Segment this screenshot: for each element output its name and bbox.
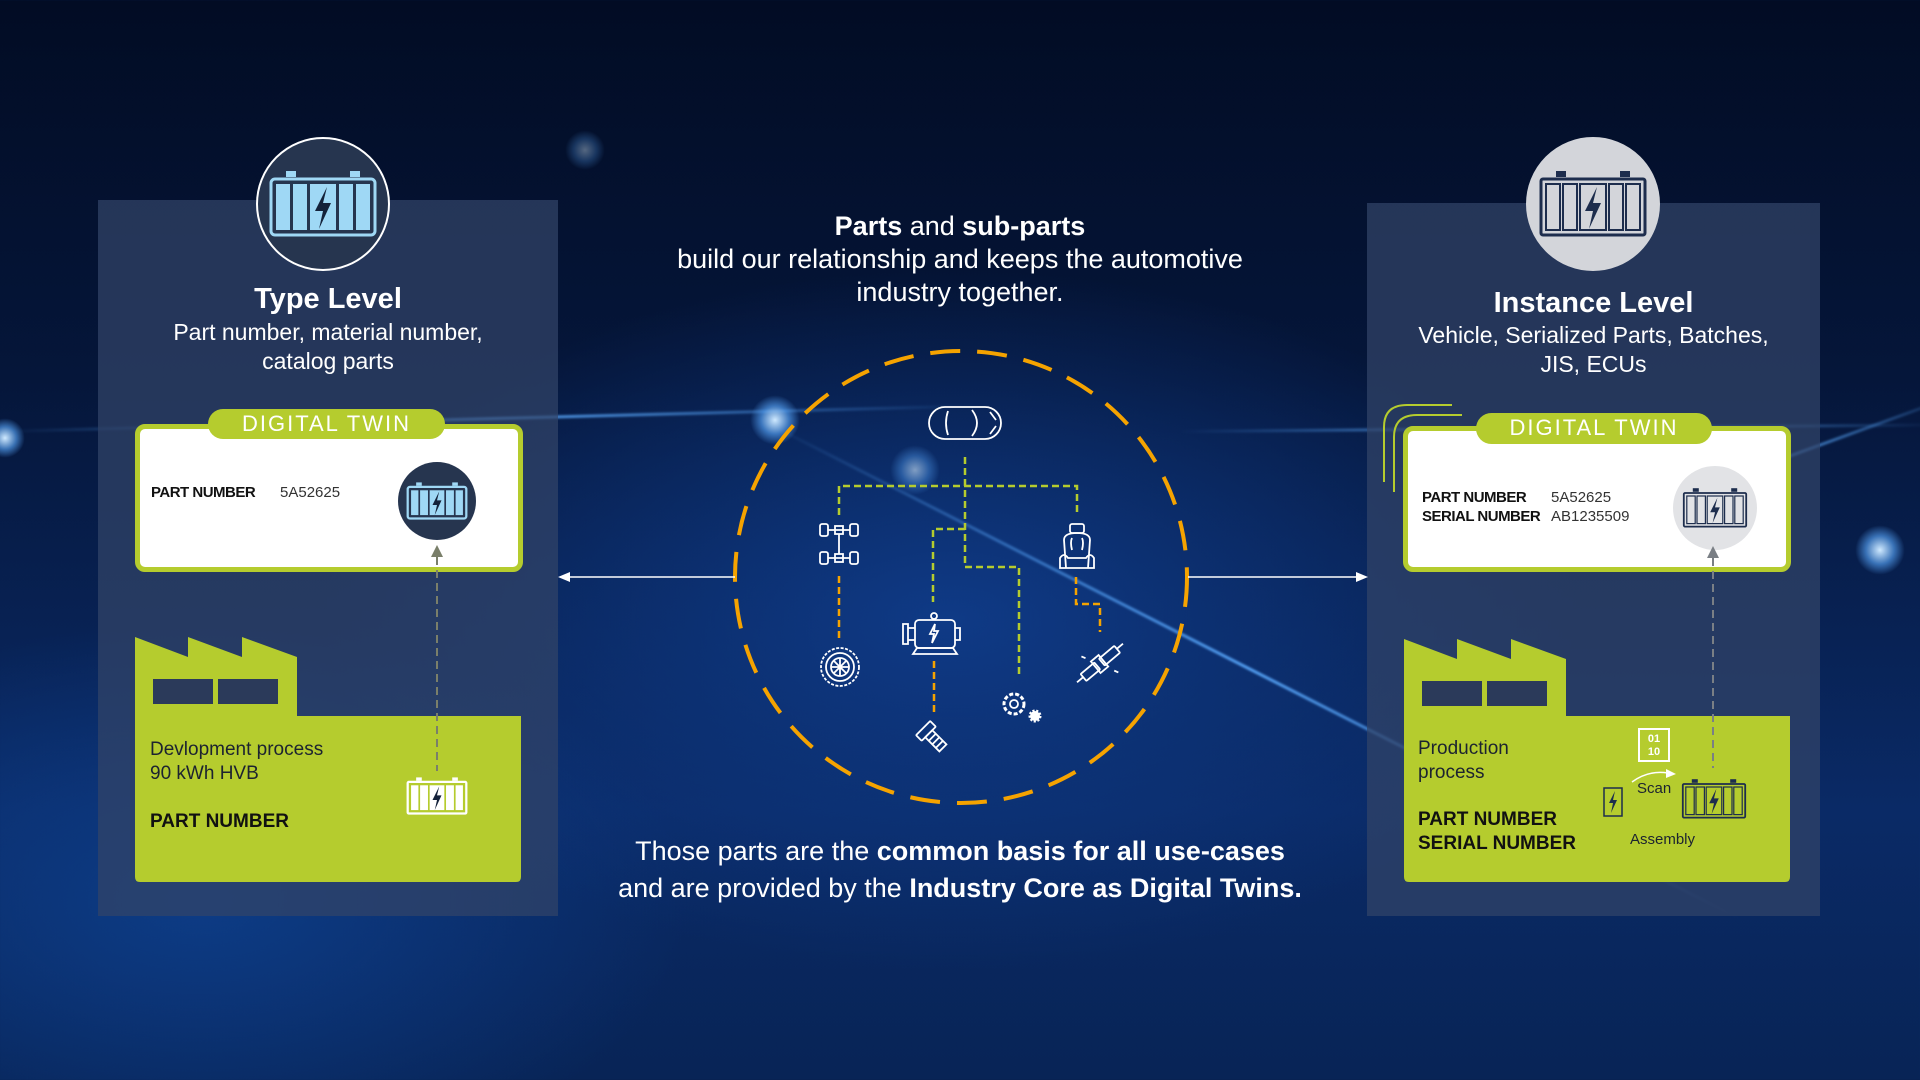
serial-number-value: AB1235509 <box>1551 508 1630 525</box>
factory-shape <box>1404 639 1790 882</box>
digital-twin-card-type: PART NUMBER 5A52625 <box>135 424 523 572</box>
factory-serial-number-label: SERIAL NUMBER <box>1418 833 1576 854</box>
chassis-icon <box>819 523 859 565</box>
instance-level-title: Instance Level <box>1493 287 1694 319</box>
footer-plain: and are provided by the <box>618 873 910 903</box>
assembly-label: Assembly <box>1630 831 1696 848</box>
orange-connectors <box>837 576 1102 712</box>
part-number-value: 5A52625 <box>280 484 341 501</box>
battery-icon <box>256 137 390 271</box>
footer-bold: Industry Core as Digital Twins. <box>909 873 1302 903</box>
scan-label: Scan <box>1637 780 1672 797</box>
subtitle-line: catalog parts <box>262 348 394 374</box>
battery-icon <box>1673 466 1757 550</box>
bolt-icon <box>915 720 948 753</box>
seat-icon <box>1059 523 1095 569</box>
digital-twin-badge: DIGITAL TWIN <box>1476 413 1712 444</box>
arrow-left <box>558 572 735 582</box>
footer-line-2: and are provided by the Industry Core as… <box>510 870 1410 907</box>
header-bold: Parts <box>834 211 903 241</box>
part-number-label: PART NUMBER <box>1422 489 1527 506</box>
instance-level-subtitle: Vehicle, Serialized Parts, Batches, JIS,… <box>1367 321 1820 379</box>
header-line-2: build our relationship and keeps the aut… <box>677 244 1243 274</box>
green-connectors <box>837 457 1079 678</box>
battery-icon <box>1681 779 1747 819</box>
factory-shape <box>135 637 521 882</box>
light-glow <box>565 130 605 170</box>
battery-icon <box>406 777 468 815</box>
part-number-label: PART NUMBER <box>151 484 256 501</box>
process-detail: 90 kWh HVB <box>150 763 259 784</box>
factory-part-number-label: PART NUMBER <box>1418 809 1557 830</box>
header-text: Parts and sub-parts build our relationsh… <box>560 210 1360 309</box>
binary-digit: 01 <box>1647 733 1661 745</box>
decorative-lines <box>1383 404 1462 492</box>
part-number-value: 5A52625 <box>1551 489 1612 506</box>
footer-bold: common basis for all use-cases <box>876 836 1285 866</box>
light-glow <box>750 395 800 445</box>
factory-part-number-label: PART NUMBER <box>150 811 289 832</box>
subtitle-line: Part number, material number, <box>173 319 483 345</box>
light-glow <box>1855 525 1905 575</box>
arrow-right <box>1188 572 1368 582</box>
battery-icon <box>398 462 476 540</box>
footer-text: Those parts are the common basis for all… <box>510 833 1410 907</box>
motor-icon <box>902 612 961 655</box>
footer-line-1: Those parts are the common basis for all… <box>510 833 1410 870</box>
gears-icon <box>1002 692 1042 723</box>
upload-arrow <box>431 545 443 771</box>
subtitle-line: JIS, ECUs <box>1540 351 1647 377</box>
battery-cell-icon <box>1603 787 1623 817</box>
process-label: Devlopment process <box>150 739 324 760</box>
header-line-1: Parts and sub-parts <box>560 210 1360 243</box>
battery-icon <box>1526 137 1660 271</box>
type-level-subtitle: Part number, material number, catalog pa… <box>98 318 558 376</box>
scan-arrow-icon <box>1631 769 1676 783</box>
header-line-3: industry together. <box>856 277 1064 307</box>
tire-icon <box>820 647 860 687</box>
seatbelt-icon <box>1076 643 1124 683</box>
binary-scan-icon: 01 10 <box>1638 728 1670 762</box>
header-bold: sub-parts <box>962 211 1086 241</box>
footer-plain: Those parts are the <box>635 836 877 866</box>
serial-number-label: SERIAL NUMBER <box>1422 508 1541 525</box>
process-detail: process <box>1418 762 1485 783</box>
upload-arrow <box>1707 546 1719 768</box>
process-label: Production <box>1418 738 1509 759</box>
header-plain: and <box>902 211 963 241</box>
type-level-title: Type Level <box>254 283 402 315</box>
subtitle-line: Vehicle, Serialized Parts, Batches, <box>1418 322 1769 348</box>
car-icon <box>928 406 1002 440</box>
digital-twin-badge: DIGITAL TWIN <box>208 409 445 439</box>
parts-circle <box>733 349 1189 805</box>
digital-twin-card-instance: PART NUMBER 5A52625 SERIAL NUMBER AB1235… <box>1403 426 1791 572</box>
binary-digit: 10 <box>1647 746 1661 758</box>
